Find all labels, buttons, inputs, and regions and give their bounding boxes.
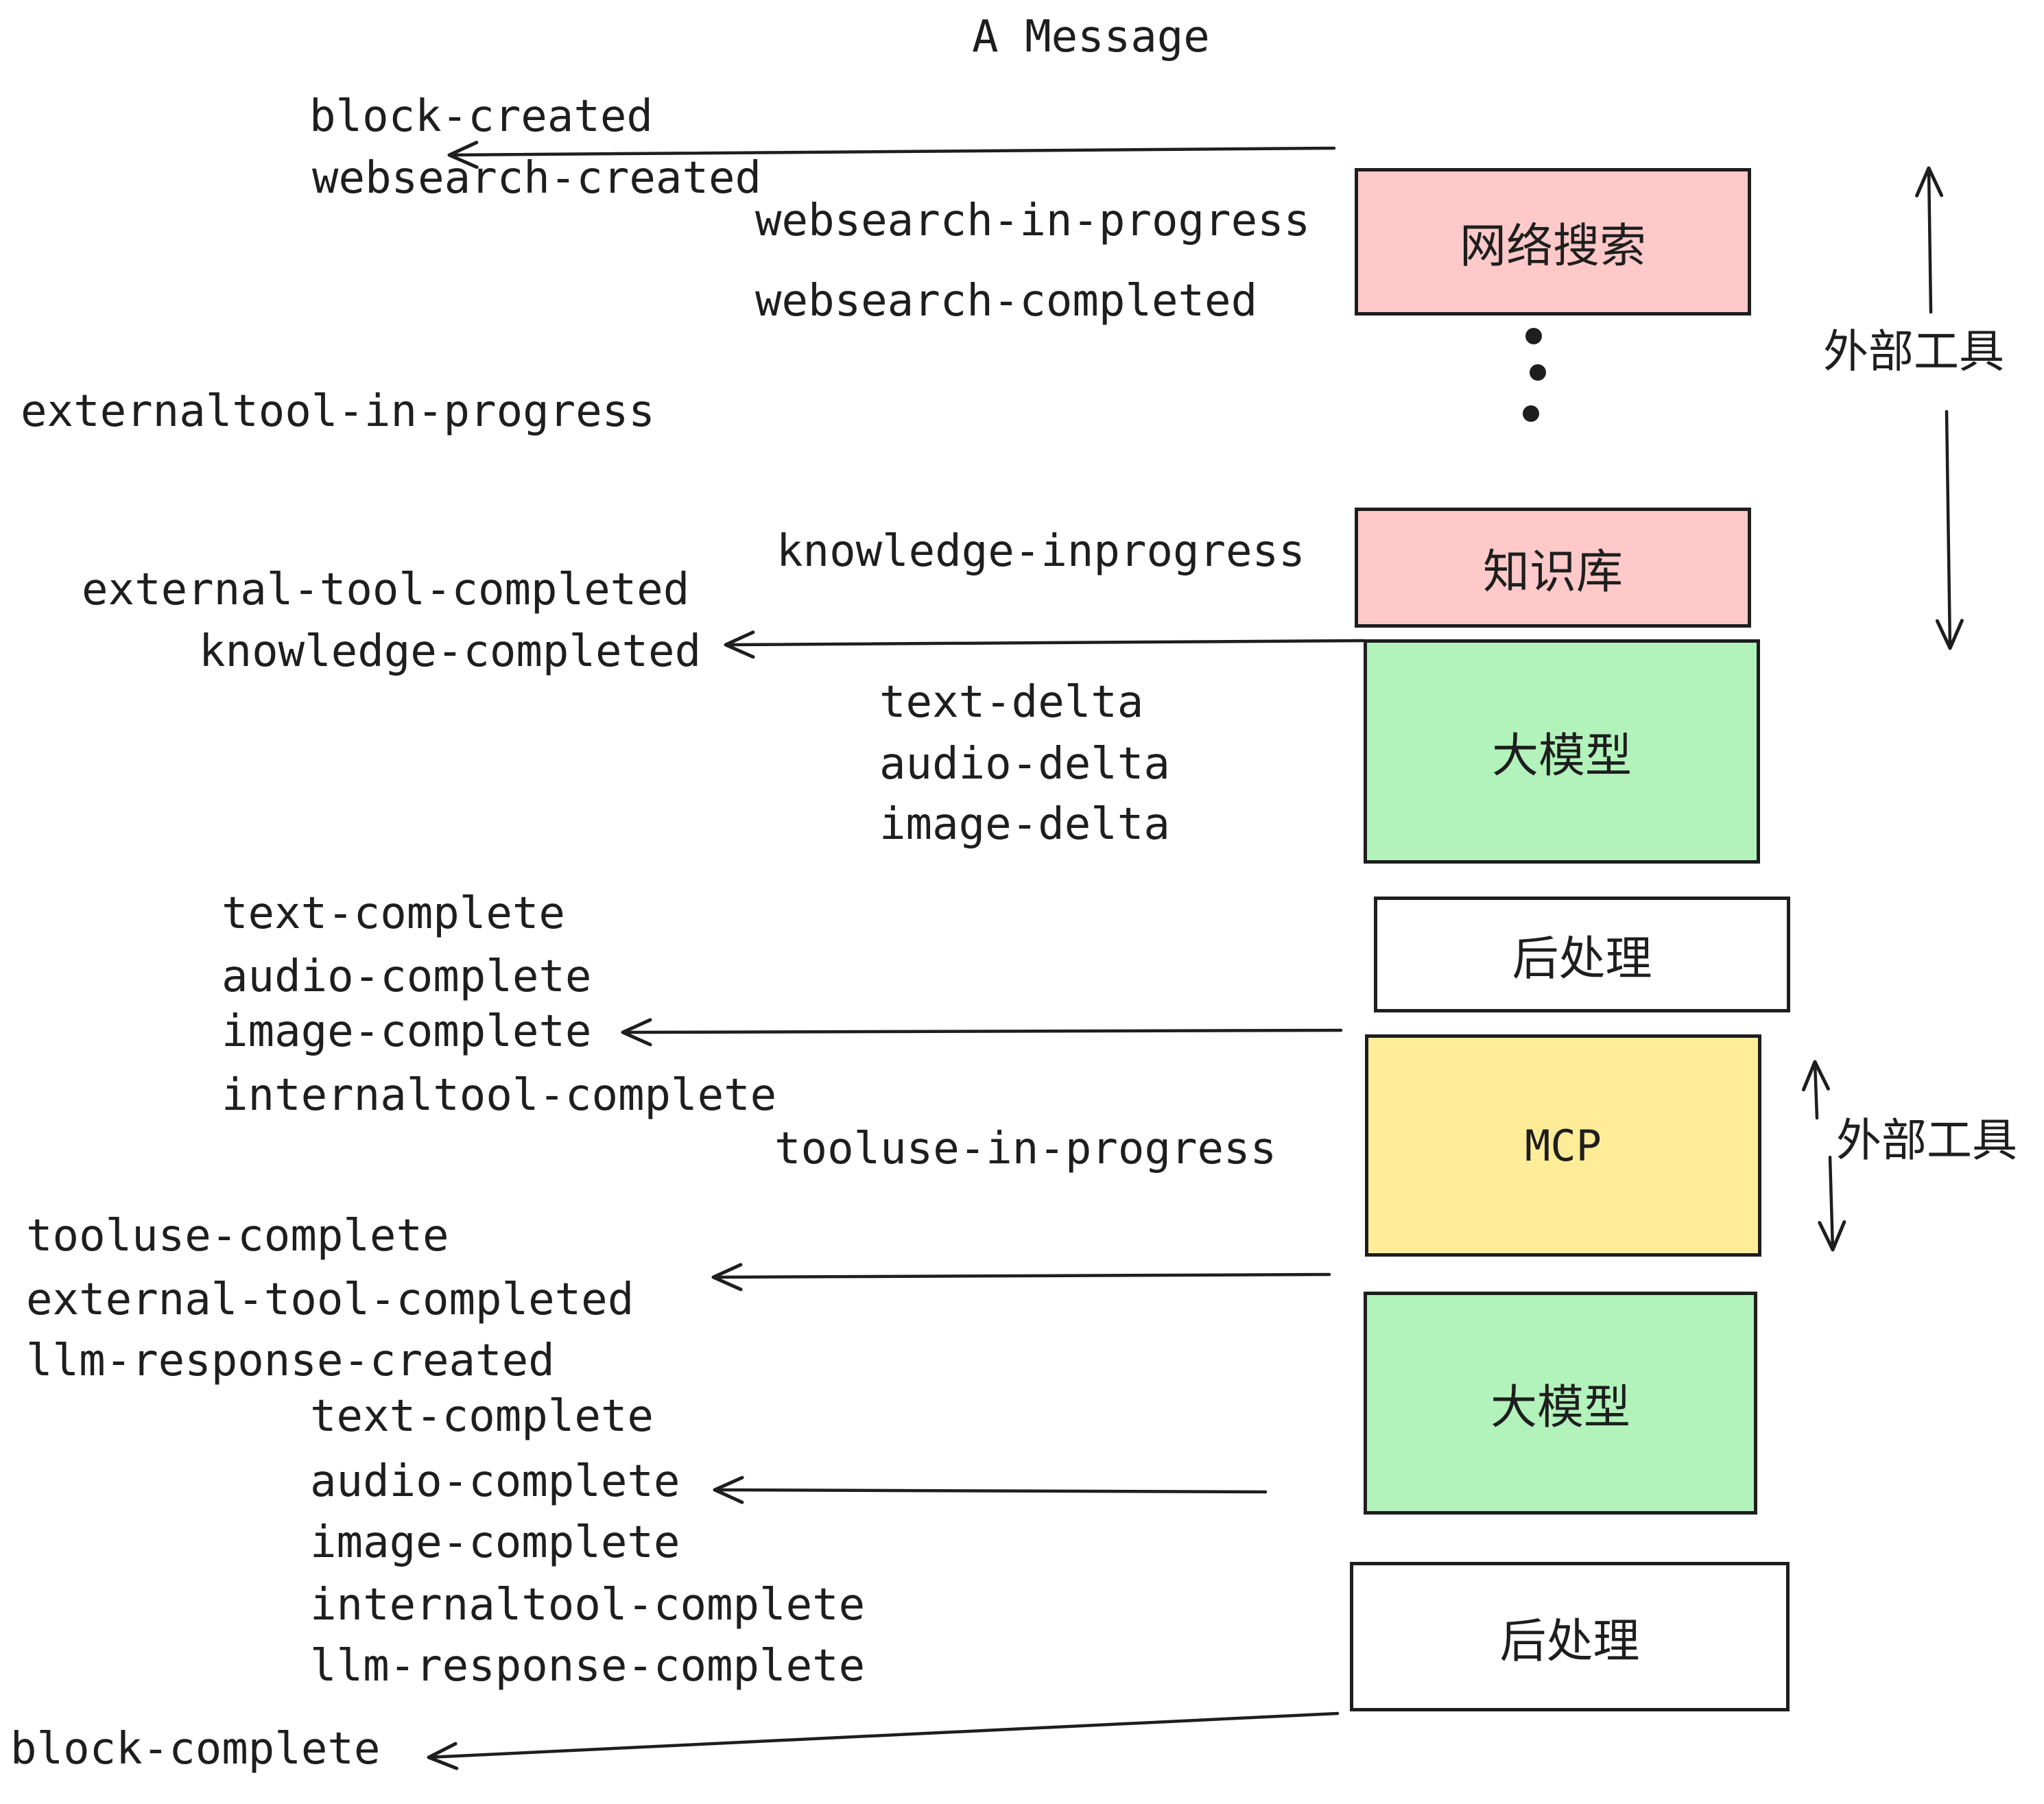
arrow-mcp-to-tooluse-complete: [711, 1263, 1331, 1292]
event-external-tool-completed-2: external-tool-completed: [26, 1274, 634, 1325]
box-llm-1: 大模型: [1364, 639, 1760, 864]
arrow-external-tools-2-down: [1818, 1155, 1846, 1252]
event-text-delta-1: text-delta: [879, 677, 1144, 728]
ellipsis-dot: [1525, 328, 1542, 344]
arrow-post2-to-block-complete: [427, 1711, 1340, 1770]
event-image-complete-1: image-complete: [222, 1006, 592, 1057]
arrow-llm2-to-audio-complete: [713, 1475, 1268, 1504]
box-mcp-label: MCP: [1525, 1120, 1602, 1171]
box-websearch: 网络搜索: [1355, 168, 1751, 316]
event-audio-delta-1: audio-delta: [879, 739, 1170, 790]
arrow-external-tools-1-down: [1935, 410, 1964, 650]
box-websearch-label: 网络搜索: [1459, 219, 1646, 274]
event-external-tool-completed-1: external-tool-completed: [82, 565, 690, 615]
event-knowledge-inprogress: knowledge-inprogress: [776, 526, 1305, 577]
event-tooluse-in-progress: tooluse-in-progress: [774, 1124, 1277, 1174]
event-llm-response-created: llm-response-created: [26, 1336, 555, 1386]
box-post-2-label: 后处理: [1499, 1614, 1640, 1669]
box-knowledge-label: 知识库: [1482, 545, 1623, 600]
event-text-complete-2: text-complete: [310, 1391, 654, 1442]
ellipsis-dot: [1530, 364, 1546, 381]
arrow-post1-to-image-complete: [621, 1018, 1343, 1047]
box-llm-2-label: 大模型: [1490, 1381, 1630, 1435]
box-llm-2: 大模型: [1364, 1292, 1757, 1515]
event-websearch-created: websearch-created: [312, 153, 762, 204]
event-block-complete: block-complete: [10, 1724, 381, 1775]
arrow-knowledge-to-completed: [724, 630, 1366, 659]
box-post-1: 后处理: [1374, 897, 1790, 1012]
box-llm-1-label: 大模型: [1491, 729, 1632, 783]
event-image-delta-1: image-delta: [879, 799, 1170, 850]
event-audio-complete-1: audio-complete: [222, 951, 592, 1002]
event-text-complete-1: text-complete: [222, 888, 565, 939]
event-internaltool-complete-2: internaltool-complete: [310, 1580, 866, 1630]
event-externaltool-in-progress: externaltool-in-progress: [21, 386, 655, 437]
side-label-external-tools-2: 外部工具: [1836, 1114, 2017, 1167]
event-websearch-completed: websearch-completed: [755, 276, 1258, 327]
event-audio-complete-2: audio-complete: [310, 1456, 680, 1507]
box-knowledge: 知识库: [1355, 508, 1751, 628]
ellipsis-dot: [1523, 405, 1539, 422]
arrow-external-tools-1-up: [1915, 166, 1944, 314]
event-websearch-in-progress: websearch-in-progress: [755, 195, 1311, 246]
event-knowledge-completed: knowledge-completed: [199, 626, 702, 677]
box-post-2: 后处理: [1350, 1562, 1790, 1711]
event-internaltool-complete-1: internaltool-complete: [222, 1070, 777, 1121]
diagram-title: A Message: [972, 12, 1210, 62]
event-llm-response-complete: llm-response-complete: [310, 1641, 866, 1692]
event-image-complete-2: image-complete: [310, 1517, 680, 1568]
event-block-created: block-created: [309, 91, 653, 142]
arrow-external-tools-2-up: [1801, 1060, 1830, 1120]
box-post-1-label: 后处理: [1512, 932, 1652, 986]
side-label-external-tools-1: 外部工具: [1823, 325, 2004, 378]
box-mcp: MCP: [1365, 1034, 1761, 1257]
event-tooluse-complete: tooluse-complete: [26, 1211, 449, 1261]
